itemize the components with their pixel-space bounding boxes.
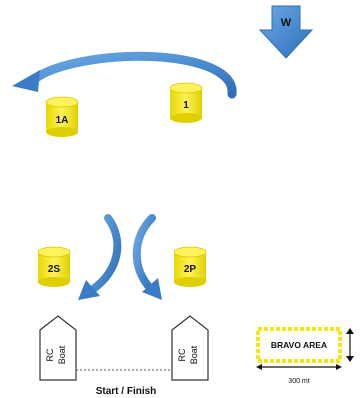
buoy-2p: 2P	[173, 246, 207, 287]
start-finish-label: Start / Finish	[96, 386, 157, 397]
buoy-1a: 1A	[45, 96, 79, 137]
rc-boat-left: RC Boat	[39, 315, 77, 381]
rc-boat-left-line2: Boat	[57, 345, 67, 364]
buoy-2s: 2S	[37, 246, 71, 287]
buoy-1-label: 1	[183, 100, 189, 111]
gate-arrow-right	[132, 214, 162, 300]
area-distance-label: 300 mt	[288, 378, 309, 385]
bravo-area-box	[256, 327, 342, 363]
bravo-area: BRAVO AREA 300 mt	[256, 327, 354, 385]
buoy-1: 1	[169, 82, 203, 123]
wind-arrow: W	[258, 5, 314, 59]
bravo-area-label: BRAVO AREA	[271, 340, 327, 350]
rounding-arrow-top	[12, 51, 237, 99]
rc-boat-right-line2: Boat	[189, 345, 199, 364]
wind-label: W	[281, 17, 292, 29]
rc-boat-right-line1: RC	[177, 348, 187, 361]
buoy-2p-label: 2P	[184, 264, 197, 275]
buoy-2s-label: 2S	[48, 264, 61, 275]
rc-boat-right: RC Boat	[171, 315, 209, 381]
buoy-1a-label: 1A	[56, 115, 69, 126]
rc-boat-left-line1: RC	[45, 348, 55, 361]
gate-arrow-left	[78, 214, 122, 300]
